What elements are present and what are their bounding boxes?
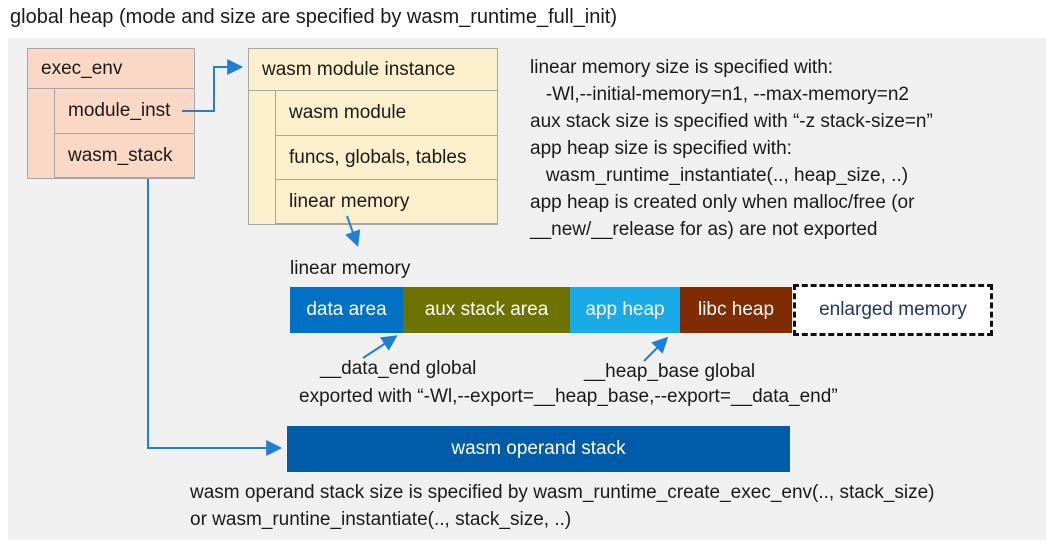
exported-with-label: exported with “-Wl,--export=__heap_base,… <box>299 386 838 407</box>
memory-segment-libc-heap: libc heap <box>680 287 792 333</box>
module-instance-row-wasm-module: wasm module <box>275 91 498 136</box>
operand-stack-note: wasm operand stack size is specified by … <box>190 479 935 533</box>
module-instance-box: wasm module instance wasm module funcs, … <box>248 48 498 225</box>
linear-memory-label: linear memory <box>290 258 411 279</box>
module-instance-rows: wasm module funcs, globals, tables linea… <box>275 91 498 224</box>
exec-env-rows: module_inst wasm_stack <box>54 89 195 178</box>
note-line: linear memory size is specified with: <box>530 57 834 78</box>
module-instance-title: wasm module instance <box>249 49 497 91</box>
module-instance-row-linear-memory: linear memory <box>275 179 498 224</box>
size-notes: linear memory size is specified with: -W… <box>530 54 933 243</box>
exec-env-row-module-inst: module_inst <box>54 89 195 134</box>
wasm-operand-stack-bar: wasm operand stack <box>287 426 790 472</box>
memory-segment-aux-stack-area: aux stack area <box>403 287 570 333</box>
note-line: aux stack size is specified with “-z sta… <box>530 111 933 132</box>
exec-env-row-wasm-stack: wasm_stack <box>54 133 195 178</box>
note-line: wasm operand stack size is specified by … <box>190 482 935 503</box>
module-instance-row-funcs-globals-tables: funcs, globals, tables <box>275 135 498 180</box>
memory-segment-enlarged-memory: enlarged memory <box>793 284 993 336</box>
note-line: or wasm_runtine_instantiate(.., stack_si… <box>190 509 572 530</box>
data-end-global-label: __data_end global <box>320 358 477 379</box>
memory-segment-app-heap: app heap <box>570 287 680 333</box>
note-line: __new/__release for as) are not exported <box>530 219 878 240</box>
page-title: global heap (mode and size are specified… <box>10 6 617 28</box>
note-line: -Wl,--initial-memory=n1, --max-memory=n2 <box>530 84 909 105</box>
exec-env-title: exec_env <box>28 49 194 89</box>
heap-base-global-label: __heap_base global <box>584 361 756 382</box>
memory-segment-data-area: data area <box>290 287 403 333</box>
linear-memory-bar: data area aux stack area app heap libc h… <box>290 284 993 336</box>
note-line: app heap size is specified with: <box>530 138 792 159</box>
note-line: app heap is created only when malloc/fre… <box>530 192 915 213</box>
exec-env-box: exec_env module_inst wasm_stack <box>27 48 195 179</box>
note-line: wasm_runtime_instantiate(.., heap_size, … <box>530 165 909 186</box>
